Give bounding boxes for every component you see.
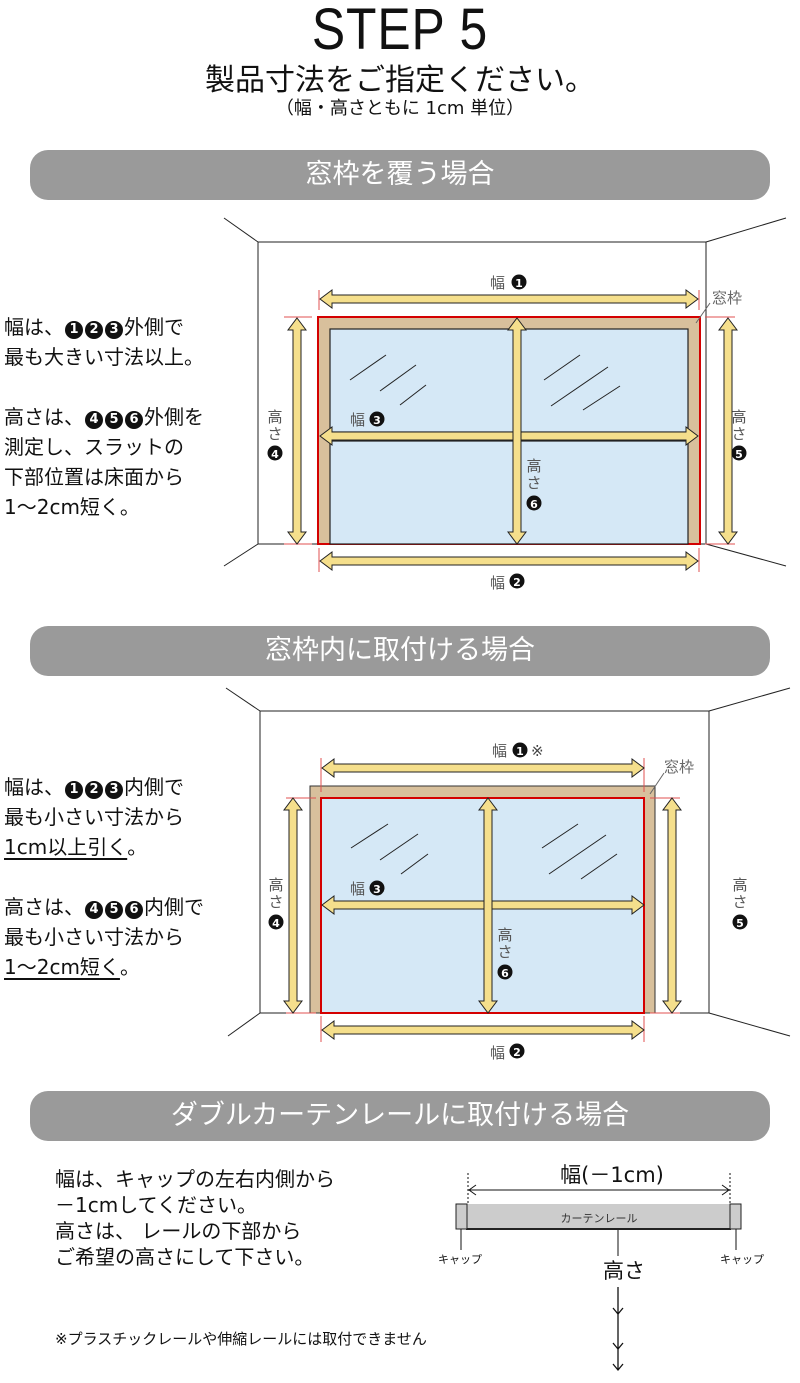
svg-text:高: 高 xyxy=(497,926,512,944)
svg-text:さ: さ xyxy=(267,425,282,443)
num-badge: 6 xyxy=(125,901,143,919)
cap-right xyxy=(729,1203,742,1230)
svg-text:2: 2 xyxy=(513,576,521,589)
width-1-arrow xyxy=(319,289,699,309)
height-4-arrow xyxy=(287,317,307,545)
cap-right-label: キャップ xyxy=(720,1253,764,1266)
svg-text:幅: 幅 xyxy=(350,880,365,898)
svg-text:幅: 幅 xyxy=(490,574,505,592)
inside-frame-diagram: 窓枠 幅 1 ※ 幅 2 幅 3 高 さ 4 高 さ 5 高 さ 6 xyxy=(225,687,791,1062)
curtain-rail xyxy=(466,1204,731,1229)
frame-label: 窓枠 xyxy=(664,758,694,776)
num-badge: 5 xyxy=(105,901,123,919)
glass-reflection xyxy=(349,354,621,411)
double-rail-description: 幅は、キャップの左右内側から －1cmしてください。 高さは、 レールの下部から… xyxy=(55,1167,335,1269)
svg-text:高: 高 xyxy=(526,457,541,475)
height-4-arrow xyxy=(283,797,303,1014)
glass-pane xyxy=(329,440,689,545)
svg-text:3: 3 xyxy=(373,414,381,427)
svg-text:幅: 幅 xyxy=(350,411,365,429)
guide-lines xyxy=(284,290,735,572)
height-down-arrows xyxy=(612,1287,624,1372)
svg-text:6: 6 xyxy=(530,498,538,511)
num-badge: 2 xyxy=(85,781,103,799)
num-badge: 1 xyxy=(65,321,83,339)
num-badge: 4 xyxy=(85,901,103,919)
svg-text:高: 高 xyxy=(731,408,746,426)
svg-text:5: 5 xyxy=(736,917,744,930)
glass-reflection xyxy=(350,823,618,880)
section-banner-double-rail: ダブルカーテンレールに取付ける場合 xyxy=(30,1091,770,1141)
height-6-arrow xyxy=(507,317,527,545)
num-badge: 3 xyxy=(105,781,123,799)
note-mark: ※ xyxy=(531,742,544,760)
num-badge: 3 xyxy=(105,321,123,339)
svg-text:4: 4 xyxy=(271,448,279,461)
rail-width-label: 幅(－1cm) xyxy=(560,1163,664,1187)
svg-text:さ: さ xyxy=(526,474,541,492)
rail-height-label: 高さ xyxy=(603,1259,645,1283)
svg-text:幅: 幅 xyxy=(492,742,507,760)
num-badge: 5 xyxy=(105,411,123,429)
svg-text:5: 5 xyxy=(735,448,743,461)
svg-text:さ: さ xyxy=(268,893,283,911)
svg-text:1: 1 xyxy=(516,745,524,758)
frame-label: 窓枠 xyxy=(712,289,742,307)
measure-arrows xyxy=(287,289,738,571)
num-badge: 6 xyxy=(125,411,143,429)
rail-label: カーテンレール xyxy=(561,1212,638,1225)
unit-note: （幅・高さともに 1cm 単位） xyxy=(275,98,525,119)
width-2-arrow xyxy=(319,551,699,571)
height-5-arrow xyxy=(662,797,682,1014)
svg-text:さ: さ xyxy=(732,893,747,911)
svg-text:高: 高 xyxy=(267,408,282,426)
num-badge: 4 xyxy=(85,411,103,429)
section-banner-inside-frame: 窓枠内に取付ける場合 xyxy=(30,626,770,676)
rail-warning-note: ※プラスチックレールや伸縮レールには取付できません xyxy=(55,1330,427,1348)
svg-text:2: 2 xyxy=(513,1046,521,1059)
width-2-arrow xyxy=(321,1020,645,1040)
svg-text:さ: さ xyxy=(731,425,746,443)
svg-text:4: 4 xyxy=(272,917,280,930)
section-banner-cover-frame: 窓枠を覆う場合 xyxy=(30,150,770,200)
height-6-arrow xyxy=(478,797,498,1014)
measure-arrows xyxy=(283,758,682,1040)
curtain-rail-diagram: 幅(－1cm) カーテンレール キャップ キャップ 高さ xyxy=(438,1163,764,1372)
width-3-arrow xyxy=(319,426,699,446)
num-badge: 2 xyxy=(85,321,103,339)
num-badge: 1 xyxy=(65,781,83,799)
svg-text:6: 6 xyxy=(501,967,509,980)
svg-text:幅: 幅 xyxy=(490,274,505,292)
svg-text:1: 1 xyxy=(515,277,523,290)
svg-text:さ: さ xyxy=(497,943,512,961)
svg-text:高: 高 xyxy=(268,876,283,894)
guide-lines xyxy=(286,758,680,1042)
cover-frame-diagram: 窓枠 幅 1 幅 2 幅 3 高 さ 4 高 さ 5 高 さ 6 xyxy=(223,217,787,592)
height-5-arrow xyxy=(718,317,738,545)
svg-text:高: 高 xyxy=(732,876,747,894)
svg-text:幅: 幅 xyxy=(490,1044,505,1062)
step-title: STEP 5 xyxy=(311,0,489,62)
svg-text:3: 3 xyxy=(373,883,381,896)
cap-left-label: キャップ xyxy=(438,1253,482,1266)
width-3-arrow xyxy=(321,895,645,915)
width-1-arrow xyxy=(321,758,645,778)
cap-left xyxy=(455,1203,468,1230)
page-subtitle: 製品寸法をご指定ください。 xyxy=(205,63,595,98)
